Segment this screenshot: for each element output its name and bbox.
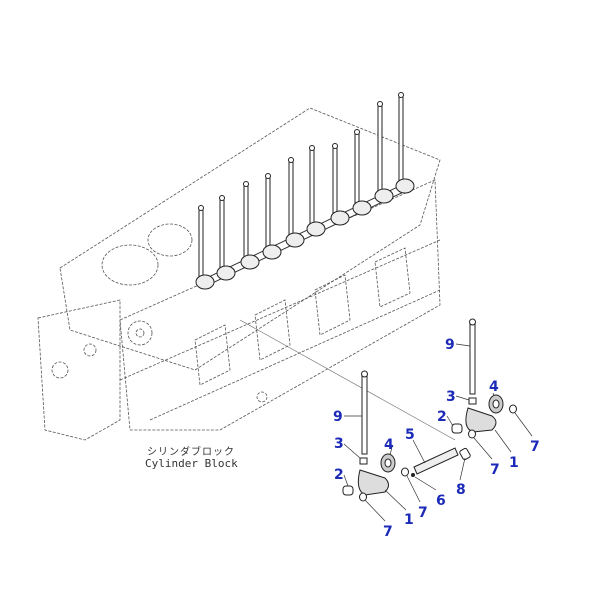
callout-leaders <box>343 343 533 522</box>
cylinder-block-drawing <box>37 107 441 441</box>
callout-part-3[interactable]: 3 <box>446 389 456 405</box>
callout-part-9[interactable]: 9 <box>445 337 455 353</box>
exploded-parts-right <box>451 318 517 439</box>
callout-part-1[interactable]: 1 <box>404 512 414 528</box>
callout-part-2[interactable]: 2 <box>334 467 344 483</box>
rocker-shaft-assembly <box>195 92 415 290</box>
callout-part-7[interactable]: 7 <box>383 524 393 540</box>
callout-part-7[interactable]: 7 <box>530 439 540 455</box>
block-caption-english: Cylinder Block <box>145 457 238 470</box>
callout-part-7[interactable]: 7 <box>490 462 500 478</box>
callout-part-7[interactable]: 7 <box>418 505 428 521</box>
callout-part-2[interactable]: 2 <box>437 409 447 425</box>
callout-part-4[interactable]: 4 <box>489 379 499 395</box>
exploded-parts-left <box>342 370 471 502</box>
callout-part-9[interactable]: 9 <box>333 409 343 425</box>
callout-part-6[interactable]: 6 <box>436 493 446 509</box>
callout-part-4[interactable]: 4 <box>384 437 394 453</box>
callout-part-8[interactable]: 8 <box>456 482 466 498</box>
callout-part-5[interactable]: 5 <box>405 427 415 443</box>
reference-leader-line <box>239 319 456 441</box>
callout-part-1[interactable]: 1 <box>509 455 519 471</box>
callout-part-3[interactable]: 3 <box>334 436 344 452</box>
block-caption-japanese: シリンダブロック <box>147 447 235 458</box>
